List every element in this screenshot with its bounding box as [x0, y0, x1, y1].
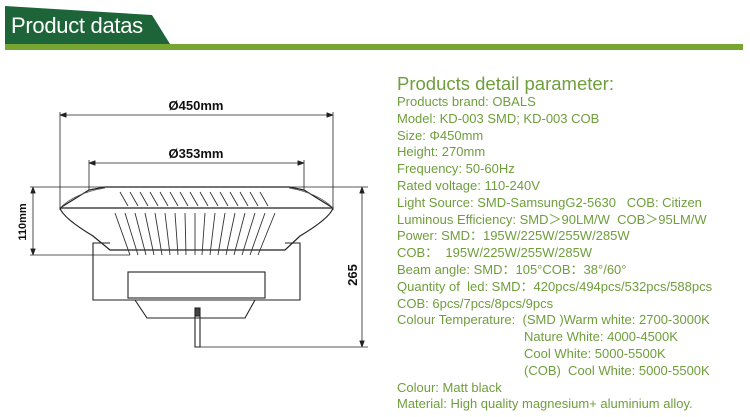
header-bar: [5, 44, 743, 50]
param-line: Products brand: OBALS: [397, 94, 536, 109]
header-tab: [5, 6, 170, 44]
param-line: Material: High quality magnesium+ alumin…: [397, 396, 693, 412]
param-line-indented: Nature White: 4000-4500K: [524, 329, 678, 345]
product-dimension-drawing: Ø450mm Ø353mm 110mm 265: [17, 98, 368, 348]
section-title: Product datas: [11, 13, 143, 38]
section-header: [5, 6, 743, 50]
param-line: COB： 195W/225W/255W/285W: [397, 245, 593, 261]
params-title: Products detail parameter:: [397, 73, 614, 94]
param-line: Size: Φ450mm: [397, 127, 484, 143]
param-line: Luminous Efficiency: SMD＞90LM/W COB＞95LM…: [397, 211, 707, 227]
lamp-body: [59, 186, 334, 251]
product-parameters: Products detail parameter: Products bran…: [397, 74, 712, 413]
param-line: Beam angle: SMD：105°COB：38°/60°: [397, 261, 627, 277]
param-line: Light Source: SMD-SamsungG2-5630 COB: Ci…: [397, 194, 702, 210]
param-line: Frequency: 50-60Hz: [397, 161, 515, 177]
outer-diameter-label: Ø450mm: [169, 98, 224, 113]
param-line: Rated voltage: 110-240V: [397, 177, 540, 193]
total-height-label: 265: [345, 264, 360, 286]
param-line: Model: KD-003 SMD; KD-003 COB: [397, 110, 600, 126]
param-line: Quantity of led: SMD：420pcs/494pcs/532pc…: [397, 278, 713, 294]
param-line-indented: Cool White: 5000-5500K: [524, 345, 666, 361]
param-line: Height: 270mm: [397, 144, 486, 160]
heatsink-fins: [114, 191, 276, 256]
param-line: COB: 6pcs/7pcs/8pcs/9pcs: [397, 295, 554, 311]
param-line: Power: SMD：195W/225W/255W/285W: [397, 228, 630, 244]
mounting-bracket: [92, 242, 301, 348]
param-line: Colour: Matt black: [397, 379, 502, 395]
param-line-indented: (COB) Cool White: 5000-5500K: [524, 362, 710, 378]
inner-diameter-label: Ø353mm: [169, 146, 224, 161]
body-height-label: 110mm: [17, 203, 29, 241]
param-line: Colour Temperature: (SMD )Warm white: 27…: [397, 312, 710, 328]
